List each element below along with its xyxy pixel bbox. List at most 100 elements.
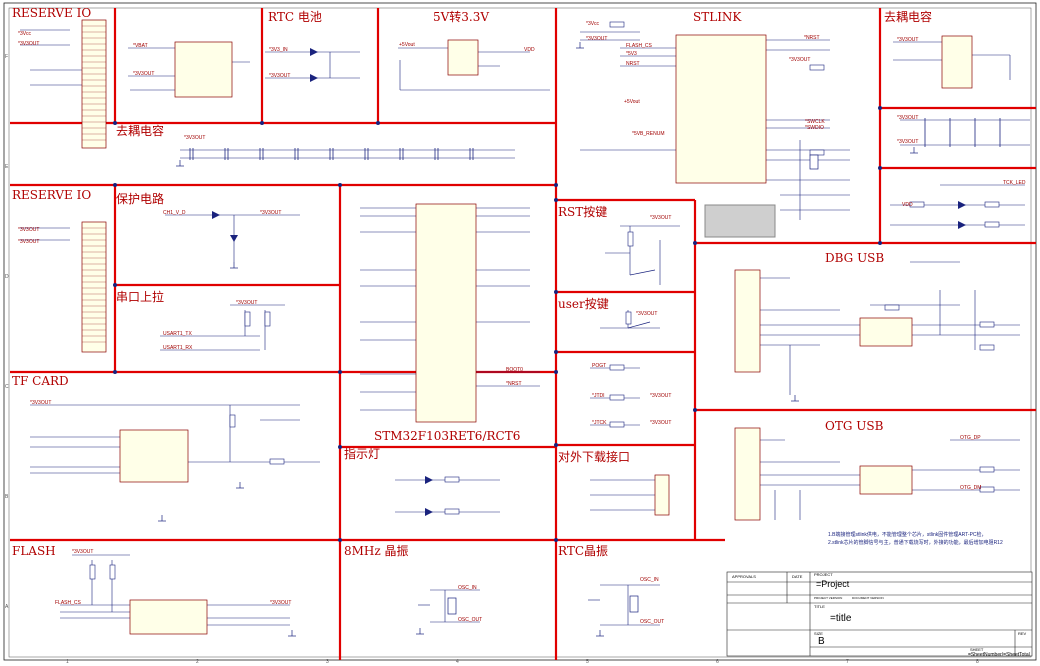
section-title-protection: 保护电路	[116, 192, 165, 206]
tb-approvals: APPROVALS	[732, 574, 756, 579]
net-label: +5Vout	[624, 99, 640, 105]
net-label: *5V3	[626, 51, 637, 57]
row-marker: A	[5, 604, 9, 610]
net-label: *3V3OUT	[897, 37, 919, 43]
grounds	[158, 42, 918, 637]
tb-date: DATE	[792, 574, 803, 579]
ic-stm32	[415, 203, 477, 423]
row-marker: D	[5, 274, 9, 280]
connector-download	[654, 474, 670, 516]
net-label: *3V3OUT	[270, 600, 292, 606]
net-label: *5VB_RENUM	[632, 131, 665, 137]
ic-bodies	[81, 19, 973, 635]
section-title-serial-pullup: 串口上拉	[116, 290, 165, 304]
net-label: *3V3OUT	[897, 139, 919, 145]
section-title-reserve-io-mid: RESERVE IO	[12, 188, 92, 202]
col-marker: 2	[196, 659, 199, 665]
section-title-dbg-usb: DBG USB	[825, 251, 885, 265]
col-marker: 1	[66, 659, 69, 665]
net-label: *3V3OUT	[72, 549, 94, 555]
tb-sheet-label: SHEET	[970, 647, 984, 652]
section-title-decoupling-mid: 去耦电容	[116, 124, 165, 138]
resistors	[89, 21, 1000, 580]
net-label: *3V3OUT	[789, 57, 811, 63]
sheet-border	[3, 2, 1037, 661]
section-title-download-port: 对外下载接口	[558, 450, 631, 464]
net-label: FLASH_CS	[55, 600, 81, 606]
section-title-flash: FLASH	[12, 544, 56, 558]
section-title-decoupling-right: 去耦电容	[884, 10, 933, 24]
net-label: *3V3OUT	[636, 311, 658, 317]
row-marker: E	[5, 164, 9, 170]
tb-size-value: B	[818, 636, 825, 647]
section-title-mcu: STM32F103RET6/RCT6	[374, 429, 521, 443]
net-label: *3V3OUT	[897, 115, 919, 121]
ic-stlink	[675, 34, 767, 184]
tb-project-version: PROJECT VERSION	[814, 596, 843, 600]
col-marker: 7	[846, 659, 849, 665]
net-label: *3V3OUT	[18, 239, 40, 245]
net-label: *JTDI	[592, 393, 605, 399]
col-marker: 5	[586, 659, 589, 665]
net-label: VDD	[524, 47, 535, 53]
row-marker: B	[5, 494, 9, 500]
net-label: BOOT0	[506, 367, 523, 373]
section-title-rtc-power: RTC 电池	[268, 10, 322, 24]
tb-title-label: TITLE	[814, 604, 825, 609]
net-label: *3Vcc	[18, 31, 32, 37]
tb-title-value: =title	[830, 613, 852, 624]
pin-stripes	[82, 25, 106, 343]
ic-flash	[129, 599, 208, 635]
net-label: OSC_OUT	[640, 619, 665, 625]
ic-esd-dbg	[859, 317, 913, 347]
net-label: NRST	[626, 61, 640, 67]
usb-dbg	[734, 269, 761, 373]
title-block-frame	[726, 571, 1033, 657]
net-label: USART1_TX	[163, 331, 192, 337]
connector-p1	[81, 221, 107, 353]
net-label: *JTCK	[592, 420, 607, 426]
tb-project-value: =Project	[816, 579, 850, 589]
net-label: OTG_DP	[960, 435, 981, 441]
ic-tfcard	[119, 429, 189, 483]
ic-ldo	[447, 39, 479, 76]
net-label: *NRST	[804, 35, 820, 41]
net-label: FLASH_CS	[626, 43, 652, 49]
diodes	[212, 48, 966, 516]
net-label: OTG_DM	[960, 485, 982, 491]
switches	[627, 269, 656, 329]
note-line: 1.B端接管理stlink供电，不能管理整个芯片，stlink固件管理ART-P…	[828, 532, 987, 538]
net-label: *VBAT	[133, 43, 148, 49]
connector-p2	[81, 19, 107, 149]
row-marker: C	[5, 384, 9, 390]
net-label: *3V3OUT	[236, 300, 258, 306]
section-title-indicator: 指示灯	[344, 447, 381, 461]
net-label: VDD	[902, 202, 913, 208]
ic-esd-otg	[859, 465, 913, 495]
col-marker: 6	[716, 659, 719, 665]
net-label: *3Vcc	[586, 21, 600, 27]
section-title-stlink: STLINK	[693, 10, 742, 24]
ic-u1b-right	[941, 35, 973, 89]
net-label: *SWCLK	[805, 119, 825, 125]
section-title-rst-key: RST按键	[558, 205, 608, 219]
row-marker: F	[5, 54, 9, 60]
net-label: OSC_IN	[458, 585, 477, 591]
net-label: *3V3OUT	[133, 71, 155, 77]
section-title-osc-rtc: RTC晶振	[558, 544, 609, 558]
section-title-reserve-io-top: RESERVE IO	[12, 6, 92, 20]
col-marker: 3	[326, 659, 329, 665]
net-label: CH1_V_D	[163, 210, 186, 216]
net-label: *3V3OUT	[650, 393, 672, 399]
tb-document-version: DOCUMENT VERSION	[852, 596, 884, 600]
section-title-osc-8m: 8MHz 晶振	[344, 544, 409, 558]
sheet-inner-border	[8, 7, 1032, 658]
net-label: *3V3OUT	[650, 420, 672, 426]
section-title-ldo: 5V转3.3V	[433, 10, 490, 24]
net-label: POGT	[592, 363, 607, 369]
net-label: *3V3_IN	[269, 47, 288, 53]
net-label: *3V3OUT	[18, 227, 40, 233]
net-label: *3V3OUT	[30, 400, 52, 406]
net-label: *SWDIO	[805, 125, 824, 131]
